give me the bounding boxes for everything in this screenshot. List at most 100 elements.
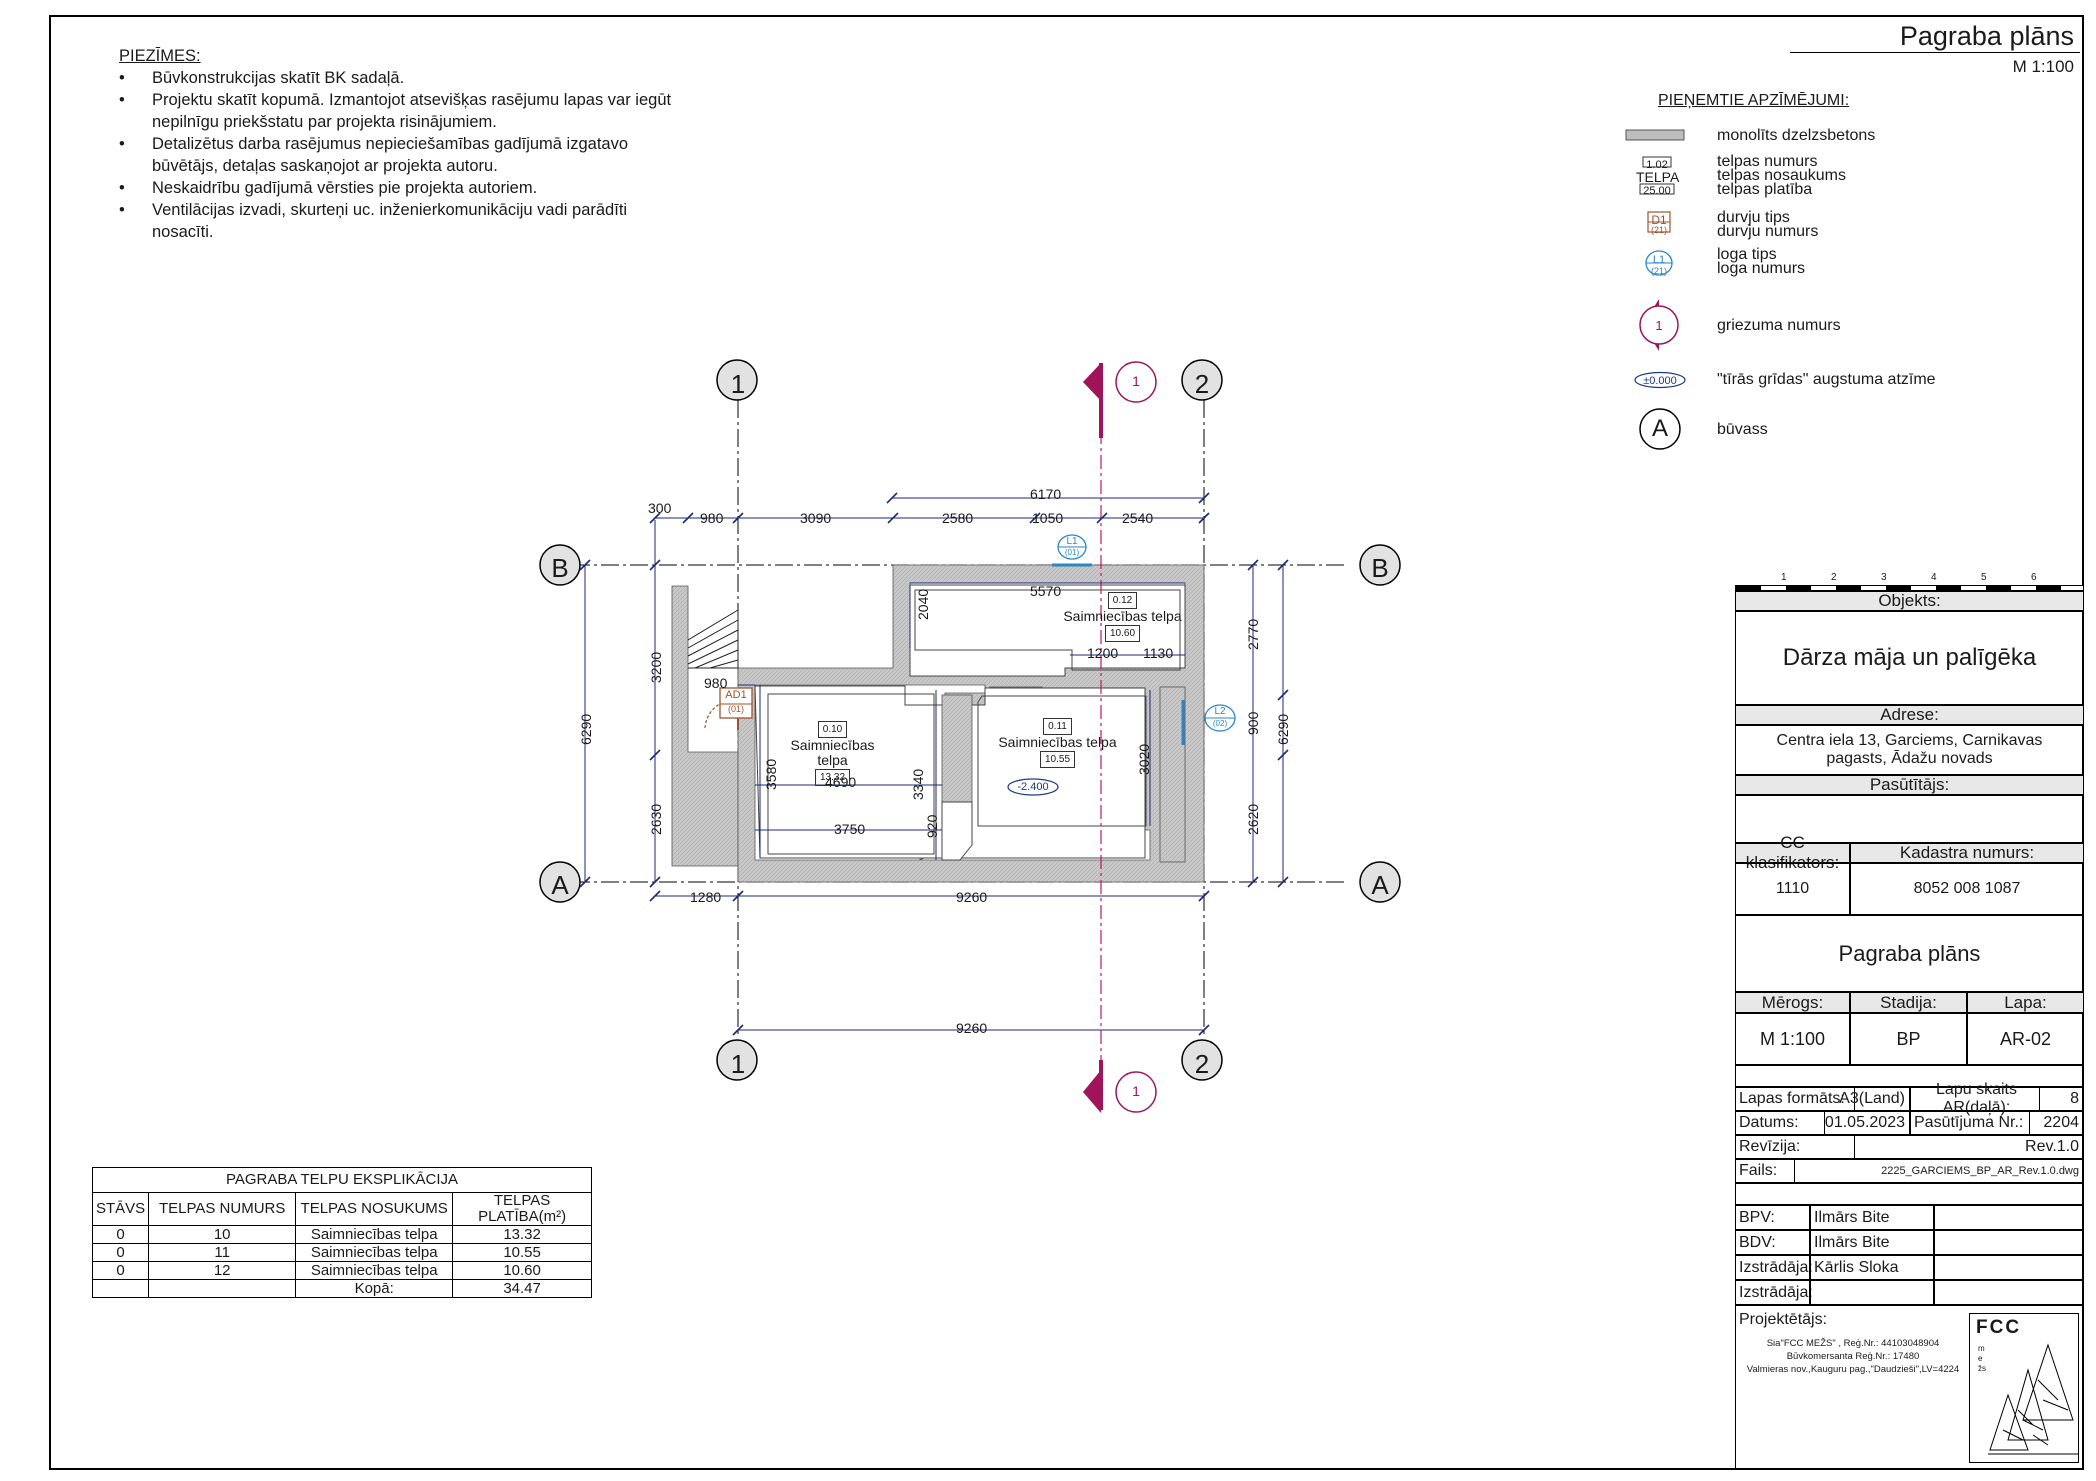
legend: PIEŅEMTIE APZĪMĒJUMI: monolīts dzelzsbet… xyxy=(1620,92,2080,452)
room-012-floor xyxy=(909,584,1186,677)
legend-room-area: 25.00 xyxy=(1643,185,1671,197)
door-num: (01) xyxy=(727,704,744,714)
cell: 10.55 xyxy=(452,1243,592,1262)
file-value: 2225_GARCIEMS_BP_AR_Rev.1.0.dwg xyxy=(1795,1159,2084,1183)
order-value: 2204 xyxy=(2030,1111,2084,1135)
legend-symbols xyxy=(1625,129,1686,450)
pasutitajs-value xyxy=(1735,795,2084,843)
notes-list: Būvkonstrukcijas skatīt BK sadaļā. Proje… xyxy=(119,67,679,243)
sheet-scale: M 1:100 xyxy=(2012,57,2074,76)
axis-bubble-1-top xyxy=(716,359,758,401)
order-label: Pasūtījuma Nr.: xyxy=(1910,1111,2030,1135)
legend-window-line: loga numurs xyxy=(1717,260,1806,277)
merogs-value: M 1:100 xyxy=(1735,1013,1850,1065)
level-value: -2.400 xyxy=(1017,781,1049,793)
lapa-value: AR-02 xyxy=(1967,1013,2084,1065)
notes-heading: PIEZĪMES: xyxy=(119,47,201,65)
legend-window-line: loga tips xyxy=(1717,246,1777,263)
logo-text: FCC xyxy=(1976,1317,2022,1338)
stairs xyxy=(687,609,739,669)
cell: 12 xyxy=(148,1261,297,1280)
kad-label: Kadastra numurs: xyxy=(1850,843,2084,863)
legend-section-label: griezuma numurs xyxy=(1717,317,1841,334)
axis-bubble-b-left xyxy=(539,544,581,586)
cell: 0 xyxy=(91,1225,150,1244)
dimension-ticks xyxy=(579,492,1289,1036)
door-ad1 xyxy=(704,687,753,730)
room-011: 0.11 Saimniecības telpa 10.55 xyxy=(995,717,1120,768)
dim-3750: 3750 xyxy=(834,821,866,837)
rev-value: Rev.1.0 xyxy=(1855,1135,2084,1159)
axis-label-2-bottom: 2 xyxy=(1194,1049,1210,1079)
sheet-title: Pagraba plāns xyxy=(1790,19,2080,53)
table-row: 0 12 Saimniecības telpa 10.60 xyxy=(91,1261,592,1280)
legend-heading: PIEŅEMTIE APZĪMĒJUMI: xyxy=(1658,92,1850,109)
axis-bubble-a-left xyxy=(539,861,581,903)
legend-room-line: telpas nosaukums xyxy=(1717,167,1846,184)
company-logo: FCC mežs xyxy=(1969,1313,2079,1463)
date-label: Datums: xyxy=(1735,1111,1825,1135)
designer-line: Valmieras nov.,Kauguru pag.,"Daudzieši",… xyxy=(1746,1364,1960,1375)
section-label-top: 1 xyxy=(1132,373,1140,389)
stadija-label: Stadija: xyxy=(1850,992,1967,1013)
person-sign xyxy=(1934,1230,2084,1255)
window2-type: L2 xyxy=(1214,706,1226,717)
axis-label-a-left: A xyxy=(551,870,569,900)
legend-door-line: durvju tips xyxy=(1717,209,1790,226)
logo-sub: mežs xyxy=(1978,1344,1986,1373)
wall-east-inner xyxy=(1159,686,1186,863)
rev-label: Revīzija: xyxy=(1735,1135,1855,1159)
axis-label-1-bottom: 1 xyxy=(730,1049,746,1079)
dimension-lines xyxy=(584,497,1284,1031)
legend-level-label: "tīrās grīdas" augstuma atzīme xyxy=(1717,371,1936,388)
room-name: Saimniecības telpa xyxy=(1063,608,1182,624)
axis-bubble-a-right xyxy=(1359,861,1401,903)
spacer xyxy=(1735,1183,2084,1205)
designer-details: Sia"FCC MEŽS" , Reģ.Nr.: 44103048904 Būv… xyxy=(1743,1337,1963,1376)
cell: Saimniecības telpa xyxy=(295,1243,454,1262)
total-label: Kopā: xyxy=(295,1279,454,1298)
legend-room-line: telpas numurs xyxy=(1717,153,1818,170)
dim-9260-axes: 9260 xyxy=(956,1020,988,1036)
legend-window-type: L1 xyxy=(1652,254,1666,266)
cell: 13.32 xyxy=(452,1225,592,1244)
drawing-title: Pagraba plāns xyxy=(1735,915,2084,992)
dim-1050: 1050 xyxy=(1032,510,1064,526)
axis-bubble-2-top xyxy=(1181,359,1223,401)
axis-label-b-left: B xyxy=(551,553,569,583)
note-item: Projektu skatīt kopumā. Izmantojot atsev… xyxy=(119,89,679,133)
room-num: 0.10 xyxy=(817,721,848,738)
dim-5570: 5570 xyxy=(1030,583,1062,599)
cc-value: 1110 xyxy=(1735,863,1850,915)
room-num: 0.12 xyxy=(1107,592,1138,609)
cell: 0 xyxy=(91,1261,150,1280)
window2-num: (02) xyxy=(1212,719,1228,728)
axis-bubble-2-bottom xyxy=(1181,1039,1223,1081)
person-sign xyxy=(1934,1205,2084,1230)
dim-left-total: 6290 xyxy=(578,713,594,745)
format-value: A3(Land) xyxy=(1839,1087,1910,1111)
col-header: TELPAS PLATĪBA(m²) xyxy=(452,1192,592,1226)
level-mark-icon xyxy=(1634,371,1686,389)
section-circle-icon xyxy=(1639,305,1679,345)
total-value: 34.47 xyxy=(452,1279,592,1298)
dim-1280: 1280 xyxy=(690,889,722,905)
window1-type: L1 xyxy=(1066,536,1078,547)
file-label: Fails: xyxy=(1735,1159,1795,1183)
legend-door-type: D1 xyxy=(1651,213,1667,227)
axis-label-a-right: A xyxy=(1371,870,1389,900)
wall-partition xyxy=(941,694,973,803)
axis-bubble-1-bottom xyxy=(716,1039,758,1081)
designer-line: Sia"FCC MEŽS" , Reģ.Nr.: 44103048904 xyxy=(1766,1338,1940,1349)
axis-label-b-right: B xyxy=(1371,553,1389,583)
person-role: Izstrādāja: xyxy=(1735,1255,1813,1280)
axis-bubbles xyxy=(539,359,1401,1081)
pasutitajs-label: Pasūtītājs: xyxy=(1735,775,2084,795)
dim-2580: 2580 xyxy=(942,510,974,526)
adrese-label: Adrese: xyxy=(1735,705,2084,725)
title-block: 1 2 3 4 5 6 Objekts: Dārza māja un palīg… xyxy=(1735,572,2084,1470)
legend-room-num: 1.02 xyxy=(1646,159,1668,171)
cc-label: CC klasifikators: xyxy=(1735,833,1850,872)
person-sign xyxy=(1934,1280,2084,1305)
